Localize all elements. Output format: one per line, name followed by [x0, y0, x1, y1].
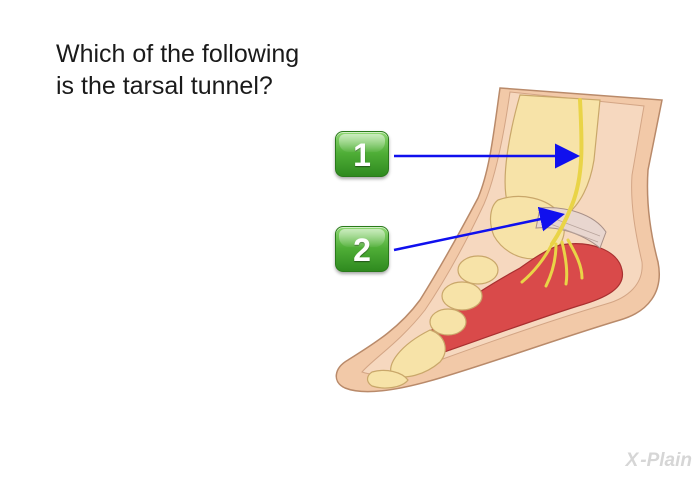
- arrow-2: [393, 206, 565, 252]
- xplain-logo: X-Plain: [626, 450, 692, 472]
- xplain-logo-mark: X: [625, 450, 639, 471]
- answer-button-1[interactable]: 1: [335, 131, 389, 177]
- sole-muscle: [421, 243, 624, 355]
- question-line-1: Which of the following: [56, 40, 300, 68]
- question-line-2: is the tarsal tunnel?: [56, 72, 273, 100]
- answer-button-2[interactable]: 2: [335, 226, 389, 272]
- xplain-logo-text: -Plain: [640, 450, 692, 471]
- question-text: Which of the following is the tarsal tun…: [56, 38, 356, 102]
- midfoot-bones: [366, 255, 499, 389]
